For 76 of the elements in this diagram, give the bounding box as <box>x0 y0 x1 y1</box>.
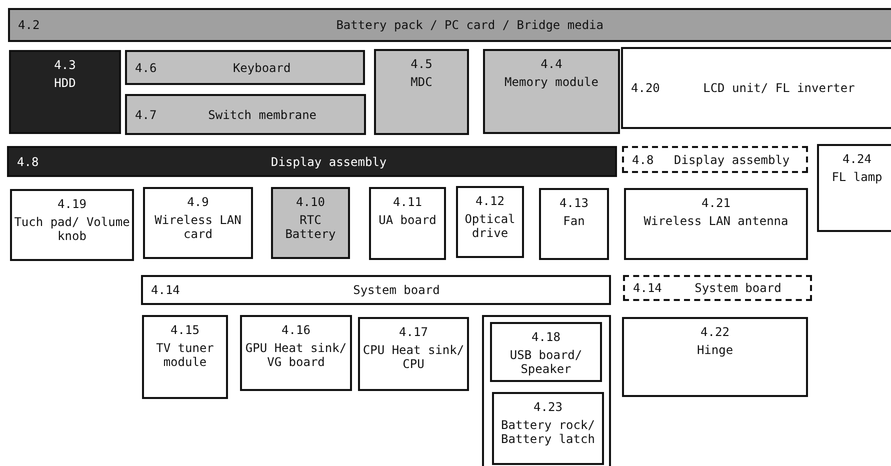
section-number: 4.14 <box>633 281 662 295</box>
section-number: 4.10 <box>296 195 325 209</box>
part-name: Hinge <box>696 343 734 357</box>
part-name: MDC <box>410 75 432 89</box>
part-box <box>141 275 611 305</box>
part-name: USB board/ Speaker <box>508 348 584 376</box>
section-number: 4.19 <box>58 197 86 211</box>
section-number: 4.23 <box>534 400 562 414</box>
part-name: CPU Heat sink/ CPU <box>362 343 466 371</box>
section-number: 4.16 <box>282 323 310 337</box>
part-box <box>9 50 121 134</box>
part-box <box>271 187 350 259</box>
part-box <box>624 188 808 260</box>
part-box <box>817 144 891 232</box>
part-box <box>622 317 808 397</box>
part-name: Memory module <box>504 75 598 89</box>
part-name: Wireless LAN antenna <box>644 214 788 228</box>
section-number: 4.18 <box>532 330 560 344</box>
section-number: 4.21 <box>702 196 730 210</box>
part-box <box>10 189 134 261</box>
part-box <box>492 392 604 465</box>
section-number: 4.2 <box>18 18 40 32</box>
part-name: Optical drive <box>464 212 516 240</box>
part-name: TV tuner module <box>155 341 215 369</box>
section-number: 4.22 <box>700 325 730 339</box>
section-number: 4.20 <box>631 81 660 95</box>
section-number: 4.5 <box>410 57 432 71</box>
part-box <box>240 315 352 391</box>
section-number: 4.3 <box>54 58 76 72</box>
part-name: System board <box>352 283 441 297</box>
part-name: Keyboard <box>232 60 292 74</box>
section-number: 4.11 <box>393 195 422 209</box>
part-box <box>539 188 609 260</box>
part-box <box>125 50 365 85</box>
section-number: 4.4 <box>540 57 562 71</box>
part-name: Switch membrane <box>207 108 318 122</box>
part-name: Battery rock/ Battery latch <box>500 418 596 446</box>
section-number: 4.8 <box>17 154 39 168</box>
part-box <box>490 322 602 382</box>
part-name: Display assembly <box>270 154 388 168</box>
part-box <box>483 49 620 134</box>
part-name: Fan <box>563 214 585 228</box>
part-box <box>142 315 228 399</box>
part-box <box>374 49 469 135</box>
part-name: Display assembly <box>673 152 791 166</box>
section-number: 4.6 <box>135 60 157 74</box>
part-name: Wireless LAN card <box>154 213 242 241</box>
part-box <box>622 146 808 173</box>
part-name: UA board <box>378 213 436 227</box>
part-name: LCD unit/ FL inverter <box>702 81 856 95</box>
part-name: Battery pack / PC card / Bridge media <box>335 18 604 32</box>
part-name: HDD <box>54 76 76 90</box>
part-box <box>623 275 812 301</box>
section-number: 4.9 <box>187 195 209 209</box>
part-name: System board <box>694 281 782 295</box>
part-box <box>621 47 891 129</box>
part-box <box>456 186 524 258</box>
part-box <box>358 317 469 391</box>
section-number: 4.17 <box>399 325 428 339</box>
section-number: 4.13 <box>560 196 588 210</box>
part-box <box>8 8 891 42</box>
section-number: 4.24 <box>842 152 872 166</box>
group-box <box>482 315 611 466</box>
part-box <box>125 94 366 135</box>
section-number: 4.14 <box>151 283 180 297</box>
part-name: RTC Battery <box>284 213 337 241</box>
section-number: 4.7 <box>135 108 157 122</box>
section-number: 4.15 <box>170 323 200 337</box>
part-box <box>143 187 253 259</box>
section-number: 4.8 <box>632 152 654 166</box>
part-name: FL lamp <box>832 170 882 184</box>
part-name: Tuch pad/ Volume knob <box>13 215 131 243</box>
part-box <box>7 146 617 177</box>
section-number: 4.12 <box>476 194 504 208</box>
part-name: GPU Heat sink/ VG board <box>244 341 348 369</box>
part-box <box>369 187 446 260</box>
